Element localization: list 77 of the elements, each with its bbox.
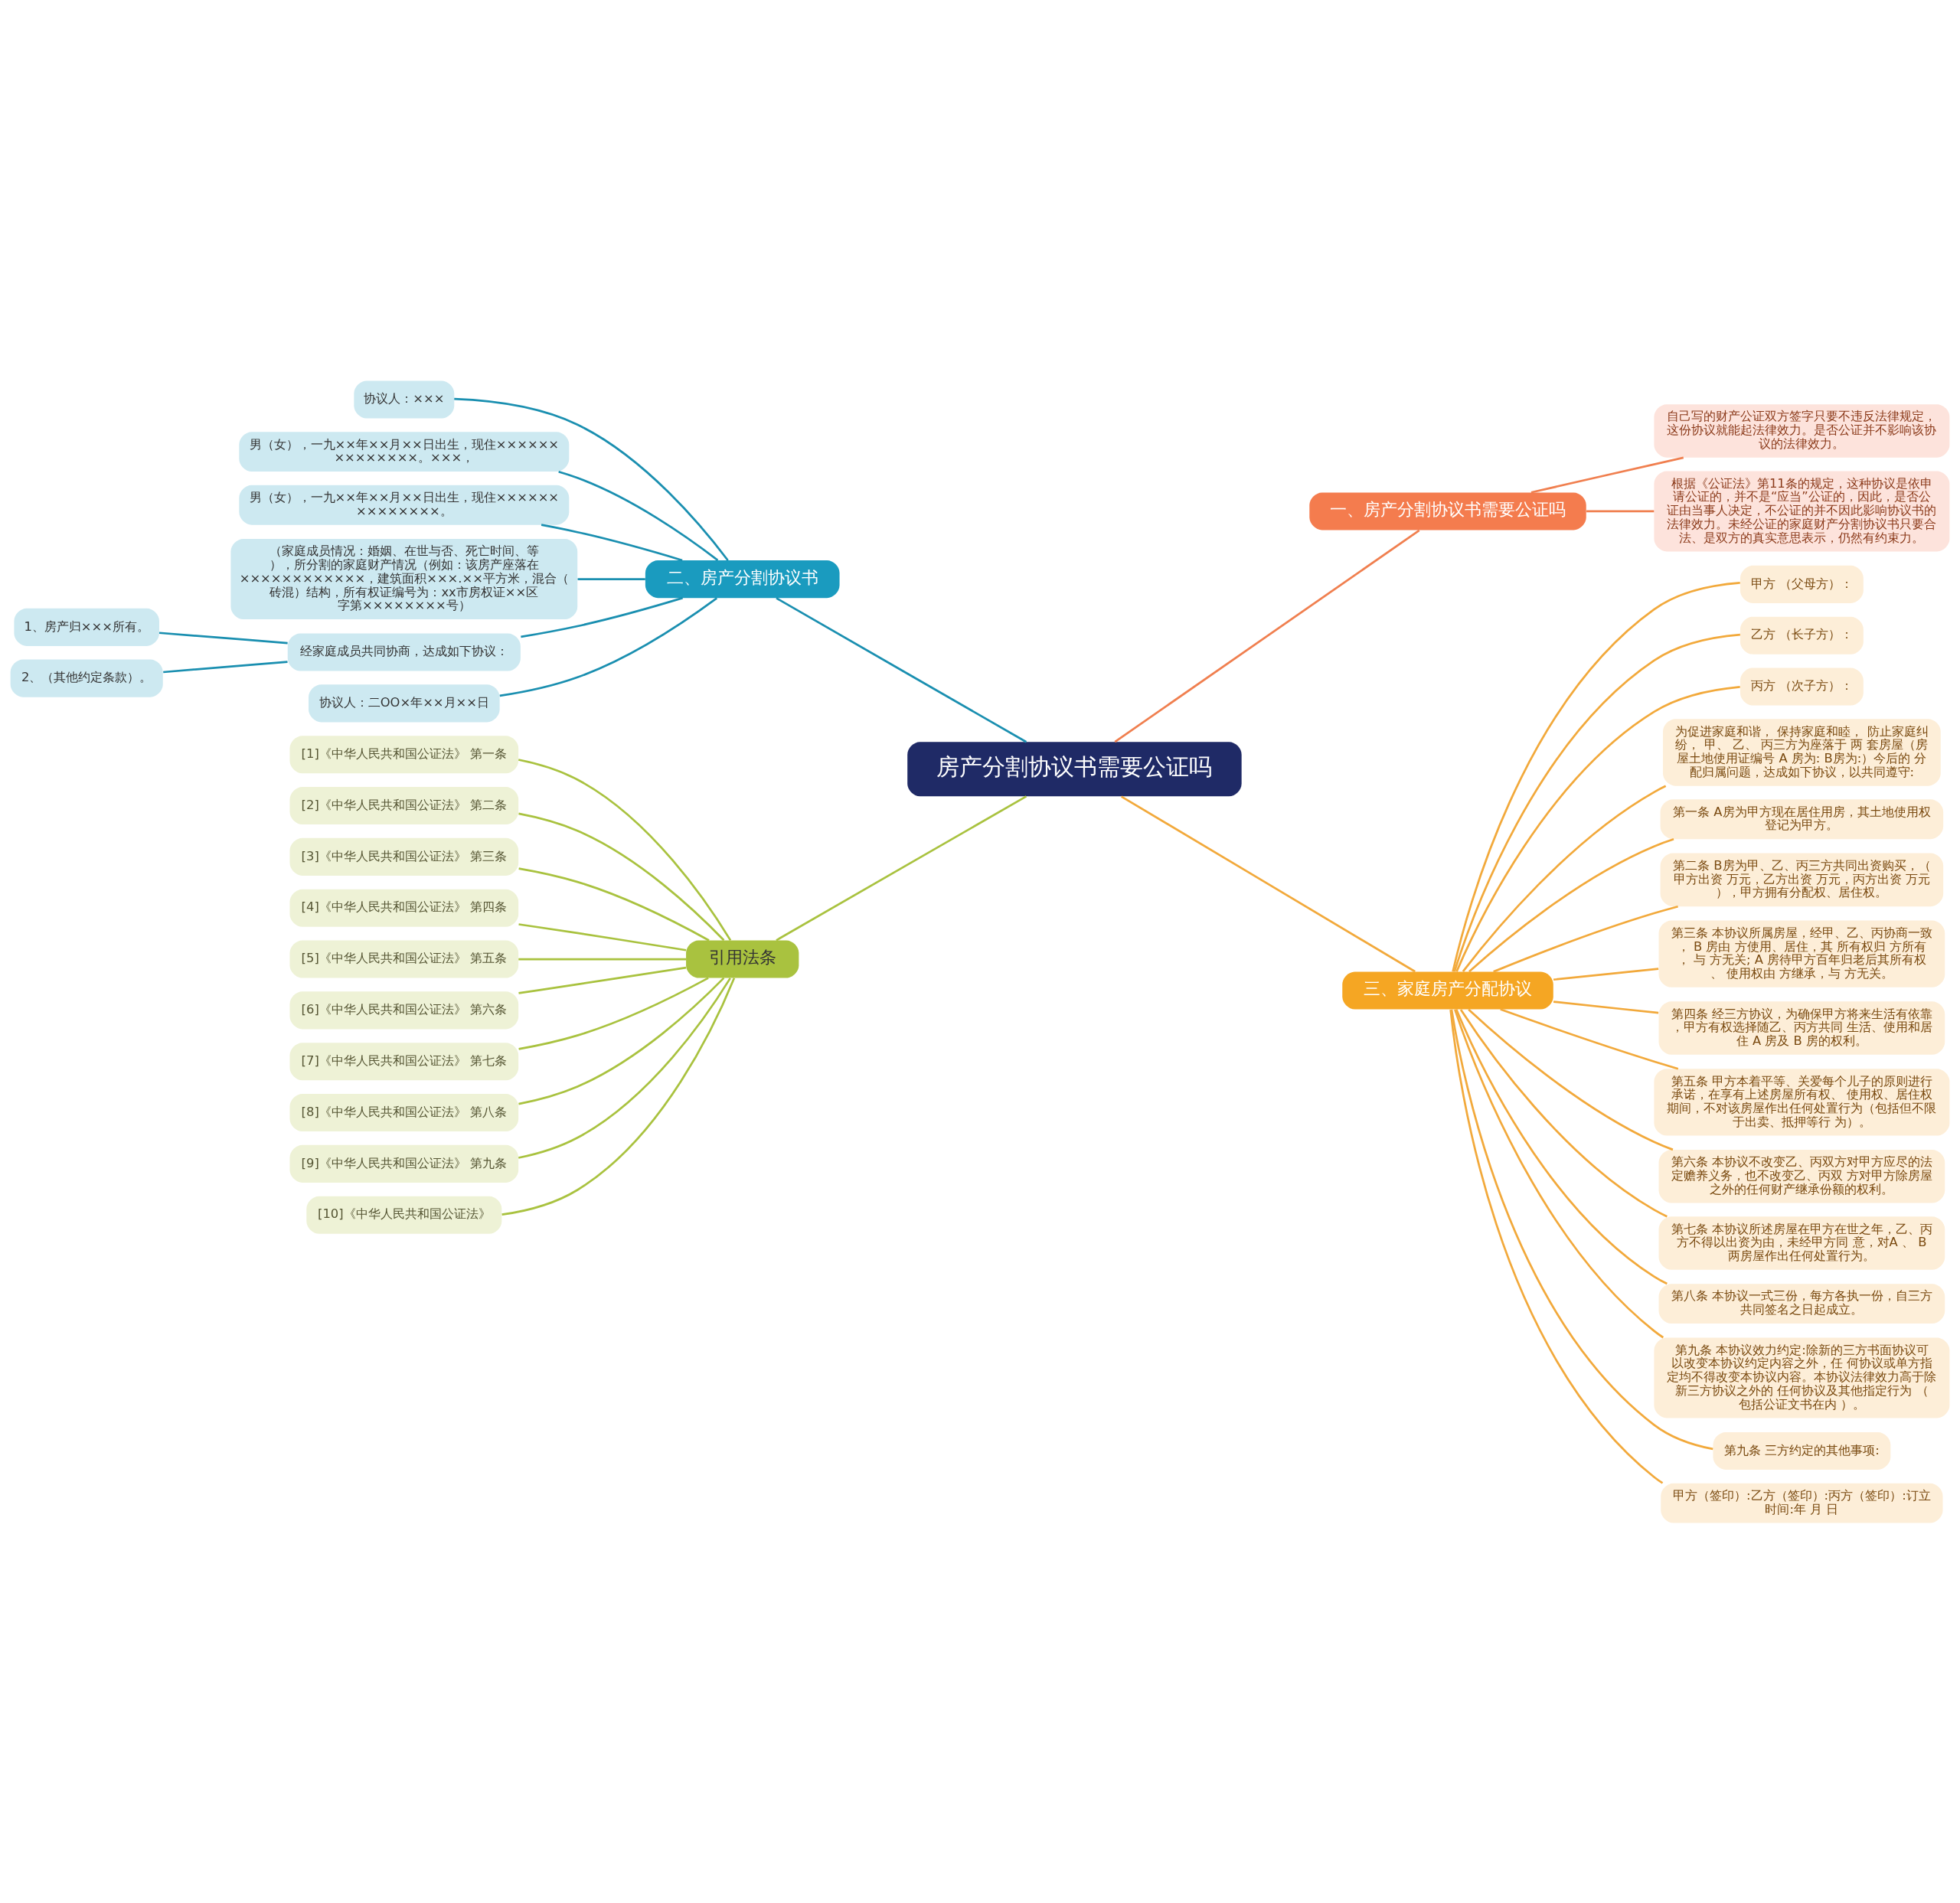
- connector: [577, 577, 645, 580]
- node-box: [4]《中华人民共和国公证法》 第四条: [289, 889, 519, 927]
- connector: [518, 758, 732, 941]
- connector: [1455, 685, 1740, 972]
- node-box: 二、房产分割协议书: [645, 560, 840, 598]
- node-box: [5]《中华人民共和国公证法》 第五条: [289, 940, 519, 978]
- node-box: 房产分割协议书需要公证吗: [907, 741, 1242, 796]
- node-box: 男（女），一九××年××月××日出生，现住××××××××××××××。×××，: [239, 431, 570, 472]
- node-box: [7]《中华人民共和国公证法》 第七条: [289, 1042, 519, 1080]
- node-box: 第六条 本协议不改变乙、丙双方对甲方应尽的法定赡养义务，也不改变乙、丙双 方对甲方除房屋之外的任何财产继承份额的权利。: [1658, 1149, 1945, 1203]
- connector: [518, 812, 725, 941]
- connector: [1462, 785, 1667, 972]
- node-box: 三、家庭房产分配协议: [1342, 971, 1553, 1009]
- node-box: 男（女），一九××年××月××日出生，现住××××××××××××××。: [239, 485, 570, 525]
- node-box: [6]《中华人民共和国公证法》 第六条: [289, 991, 519, 1029]
- connector: [1468, 1008, 1674, 1151]
- connector: [541, 523, 683, 561]
- connector: [1468, 837, 1674, 972]
- node-box: 甲方（签印）:乙方（签印）:丙方（签印）:订立时间:年 月 日: [1661, 1483, 1943, 1523]
- connector: [1455, 1008, 1668, 1284]
- node-box: 自己写的财产公证双方签字只要不违反法律规定，这份协议就能起法律效力。是否公证并不影响该协议的法律效力。: [1654, 403, 1950, 458]
- connector: [1553, 967, 1659, 981]
- node-box: 乙方 （长子方）：: [1740, 616, 1864, 654]
- connector: [558, 470, 719, 561]
- connector: [1454, 1008, 1664, 1338]
- connector: [501, 977, 736, 1216]
- node-box: [8]《中华人民共和国公证法》 第八条: [289, 1093, 519, 1131]
- node-box: （家庭成员情况：婚姻、在世与否、死亡时间、等），所分割的家庭财产情况（例如：该房产座落在××××××××××××，建筑面积×××.××平方米，混合（砖混）结构，所有权证编号为：xx市房权证××区字第××××××××号）: [230, 538, 578, 619]
- node-box: 经家庭成员共同协商，达成如下协议：: [287, 633, 521, 671]
- connector: [454, 397, 729, 561]
- connector: [518, 976, 709, 1050]
- node-box: 第三条 本协议所属房屋，经甲、乙、丙协商一致， B 房由 方使用、居住，其 所有权归 方所有， 与 方无关; A 房待甲方百年归老后其所有权、 使用权由 方继承，与 方无关。: [1658, 920, 1945, 987]
- node-box: [1]《中华人民共和国公证法》 第一条: [289, 735, 519, 773]
- connector: [1500, 1007, 1679, 1070]
- node-box: 根据《公证法》第11条的规定，这种协议是依申请公证的，并不是“应当”公证的，因此，是否公证由当事人决定，不公证的并不因此影响协议书的法律效力。未经公证的家庭财产分割协议书只要合法、是双方的真实意思表示，仍然有约束力。: [1654, 470, 1950, 551]
- connector: [1493, 905, 1678, 973]
- node-box: 丙方 （次子方）：: [1740, 668, 1864, 706]
- connector: [1450, 1009, 1713, 1450]
- connector: [1449, 1009, 1664, 1484]
- connector: [1586, 510, 1655, 512]
- node-box: 甲方 （父母方）：: [1740, 565, 1864, 603]
- connector: [1530, 455, 1684, 494]
- node-box: 引用法条: [686, 940, 799, 978]
- node-box: 一、房产分割协议书需要公证吗: [1309, 491, 1586, 530]
- node-box: 第九条 本协议效力约定:除新的三方书面协议可以改变本协议约定内容之外，任 何协议或单方指定均不得改变本协议内容。本协议法律效力高于除新三方协议之外的 任何协议及其他指定行为 （包括公证文书在内 ）。: [1654, 1337, 1950, 1418]
- connector: [776, 596, 1027, 743]
- node-box: 1、房产归×××所有。: [14, 608, 159, 646]
- connector: [518, 867, 710, 942]
- connector: [1553, 1000, 1659, 1014]
- node-box: 第二条 B房为甲、乙、丙三方共同出资购买，（甲方出资 万元，乙方出资 万元，丙方出资 万元），甲方拥有分配权、居住权。: [1660, 853, 1944, 906]
- node-box: 第九条 三方约定的其他事项:: [1713, 1431, 1891, 1470]
- connector: [158, 631, 288, 644]
- node-box: 2、（其他约定条款）。: [10, 659, 163, 697]
- connector: [1121, 795, 1416, 972]
- connector: [1459, 1008, 1668, 1217]
- node-box: 协议人：二OO×年××月××日: [309, 684, 500, 722]
- connector: [518, 922, 687, 952]
- node-box: [9]《中华人民共和国公证法》 第九条: [289, 1144, 519, 1183]
- connector: [518, 958, 686, 960]
- connector: [1114, 529, 1420, 743]
- node-box: 第八条 本协议一式三份，每方各执一份，自三方共同签名之日起成立。: [1658, 1283, 1945, 1324]
- connector: [521, 596, 684, 638]
- node-box: [2]《中华人民共和国公证法》 第二条: [289, 786, 519, 824]
- connector: [518, 977, 725, 1105]
- connector: [163, 660, 288, 673]
- node-box: 第四条 经三方协议，为确保甲方将来生活有依靠，甲方有权选择随乙、丙方共同 生活、使用和居住 A 房及 B 房的权利。: [1658, 1000, 1945, 1055]
- node-box: 第五条 甲方本着平等、关爱每个儿子的原则进行承诺，在享有上述房屋所有权、 使用权、居住权期间，不对该房屋作出任何处置行为（包括但不限于出卖、抵押等行 为）。: [1654, 1068, 1950, 1136]
- node-box: 协议人：×××: [354, 380, 455, 419]
- node-box: 为促进家庭和谐， 保持家庭和睦， 防止家庭纠纷， 甲、 乙、 丙三方为座落于 两 套房屋（房屋土地使用证编号 A 房为: B房为:）今后的 分配归属问题，达成如下协议，以共同遵守:: [1663, 718, 1941, 786]
- node-box: 第一条 A房为甲方现在居住用房，其土地使用权登记为甲方。: [1660, 798, 1944, 839]
- node-box: [3]《中华人民共和国公证法》 第三条: [289, 837, 519, 876]
- node-box: [10]《中华人民共和国公证法》: [306, 1196, 502, 1234]
- connector: [776, 795, 1027, 941]
- node-box: 第七条 本协议所述房屋在甲方在世之年，乙、丙方不得以出资为由，未经甲方同 意，对A 、 B 两房屋作出任何处置行为。: [1658, 1216, 1945, 1270]
- connector: [499, 596, 718, 697]
- connector: [518, 977, 731, 1159]
- connector: [518, 966, 687, 994]
